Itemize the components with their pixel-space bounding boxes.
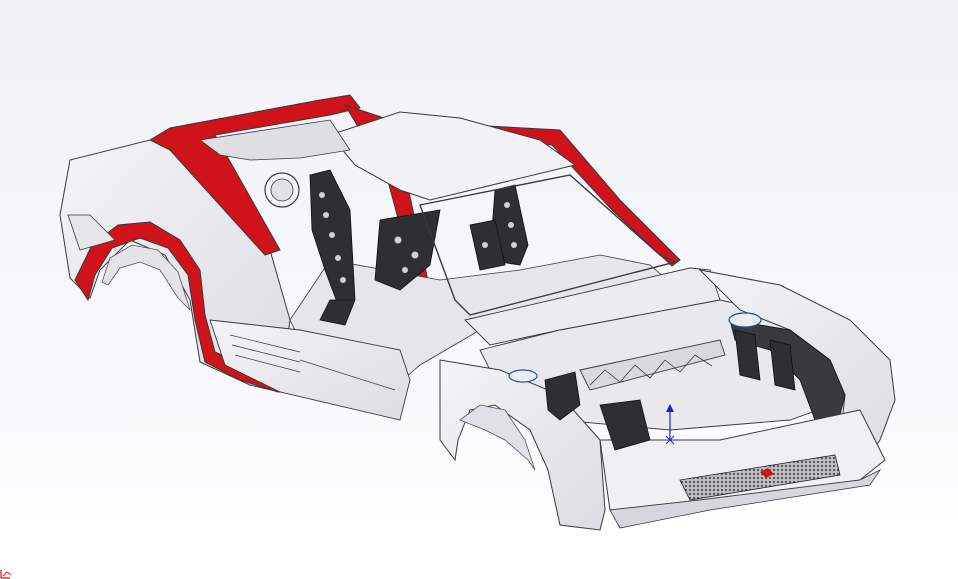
roof-rail-left: [148, 94, 361, 256]
roll-cage: [309, 169, 529, 326]
brace-truss: [589, 354, 713, 386]
side-sill-ribs: [229, 334, 396, 391]
windshield-frame: [419, 174, 678, 316]
front-grille: [679, 454, 841, 501]
side-sill: [209, 319, 411, 421]
front-left-wheel-well: [459, 404, 536, 471]
front-cross-brace: [579, 339, 726, 391]
coordinate-triad: [665, 404, 682, 445]
coordinate-axes-icon: [0, 570, 12, 579]
rear-wheel-well: [101, 244, 191, 311]
roof-panel: [329, 111, 577, 201]
roll-cage-holes: [319, 192, 517, 283]
front-splitter: [609, 468, 882, 529]
rear-window-frame: [198, 119, 351, 161]
strut-tops: [508, 312, 762, 383]
rear-side-vent: [67, 214, 116, 251]
front-logo: [760, 468, 774, 478]
front-inner-panels: [544, 329, 796, 451]
